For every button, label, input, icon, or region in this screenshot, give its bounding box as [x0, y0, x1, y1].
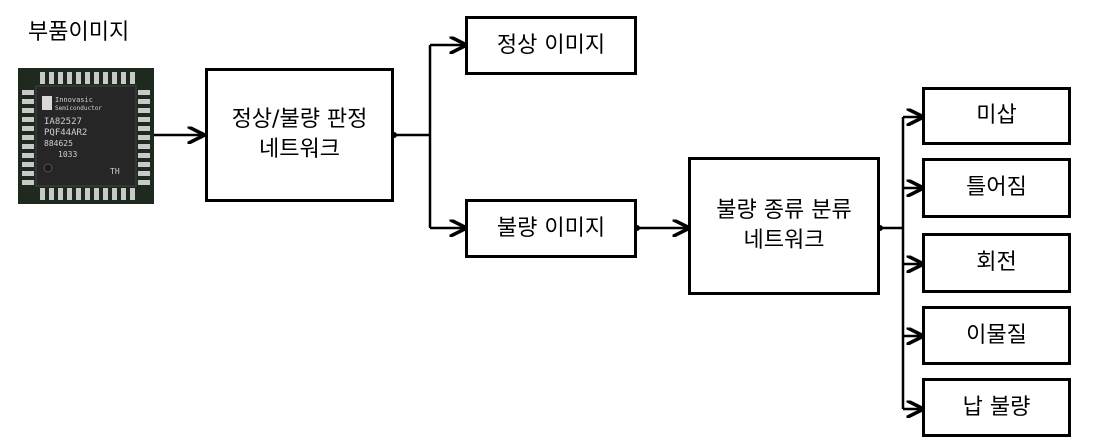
chip-pin — [49, 72, 54, 84]
component-chip-image: Innovasic Semiconductor IA82527 PQF44AR2… — [18, 68, 154, 204]
defect-type-box: 미삽 — [922, 87, 1071, 145]
chip-pin — [67, 188, 72, 200]
chip-pin — [94, 72, 99, 84]
chip-pin — [22, 99, 34, 104]
chip-pin — [138, 135, 150, 140]
chip-pin — [138, 90, 150, 95]
chip-pin — [58, 72, 63, 84]
chip-pin — [22, 162, 34, 167]
chip-pin — [22, 180, 34, 185]
chip-text-line: 1033 — [58, 150, 77, 159]
chip-pin — [112, 72, 117, 84]
chip-pin — [22, 117, 34, 122]
chip-text-line: IA82527 — [44, 117, 82, 127]
chip-pin — [22, 90, 34, 95]
chip-pin — [67, 72, 72, 84]
chip-pin — [22, 171, 34, 176]
chip-pin — [40, 72, 45, 84]
chip-pin — [138, 180, 150, 185]
chip-pin — [94, 188, 99, 200]
chip-pin — [22, 144, 34, 149]
chip-pin — [85, 188, 90, 200]
chip-pin — [49, 188, 54, 200]
chip-pin — [130, 188, 135, 200]
chip-pin — [40, 188, 45, 200]
chip-text-line: Semiconductor — [55, 105, 102, 112]
chip-pin — [22, 135, 34, 140]
chip-pin — [130, 72, 135, 84]
chip-pin — [22, 153, 34, 158]
chip-pin — [121, 72, 126, 84]
chip-pin — [138, 117, 150, 122]
defect-type-box: 회전 — [922, 233, 1071, 293]
chip-pin — [22, 108, 34, 113]
chip-pin — [58, 188, 63, 200]
defect-type-classifier-box: 불량 종류 분류 네트워크 — [688, 157, 880, 295]
chip-pin — [138, 126, 150, 131]
chip-pin — [85, 72, 90, 84]
normal-defect-classifier-box: 정상/불량 판정 네트워크 — [205, 68, 394, 202]
chip-pin — [138, 108, 150, 113]
chip-pin — [76, 188, 81, 200]
chip-pin — [138, 162, 150, 167]
chip-pin — [103, 72, 108, 84]
defect-image-box: 불량 이미지 — [465, 199, 637, 258]
chip-text-line: TH — [110, 167, 120, 176]
defect-type-box: 납 불량 — [922, 378, 1071, 437]
input-image-label: 부품이미지 — [28, 20, 130, 45]
chip-pin — [138, 144, 150, 149]
chip-pin — [138, 99, 150, 104]
chip-pin — [103, 188, 108, 200]
chip-text-line: 884625 — [44, 139, 73, 148]
defect-type-box: 틀어짐 — [922, 158, 1071, 218]
chip-text-line: Innovasic — [55, 96, 93, 104]
chip-pin — [121, 188, 126, 200]
chip-pin — [138, 171, 150, 176]
normal-image-box: 정상 이미지 — [465, 16, 637, 75]
chip-text-line: PQF44AR2 — [44, 128, 87, 138]
chip-pin — [138, 153, 150, 158]
chip-pin — [76, 72, 81, 84]
chip-pin — [112, 188, 117, 200]
chip-pin — [22, 126, 34, 131]
defect-type-box: 이물질 — [922, 306, 1071, 365]
